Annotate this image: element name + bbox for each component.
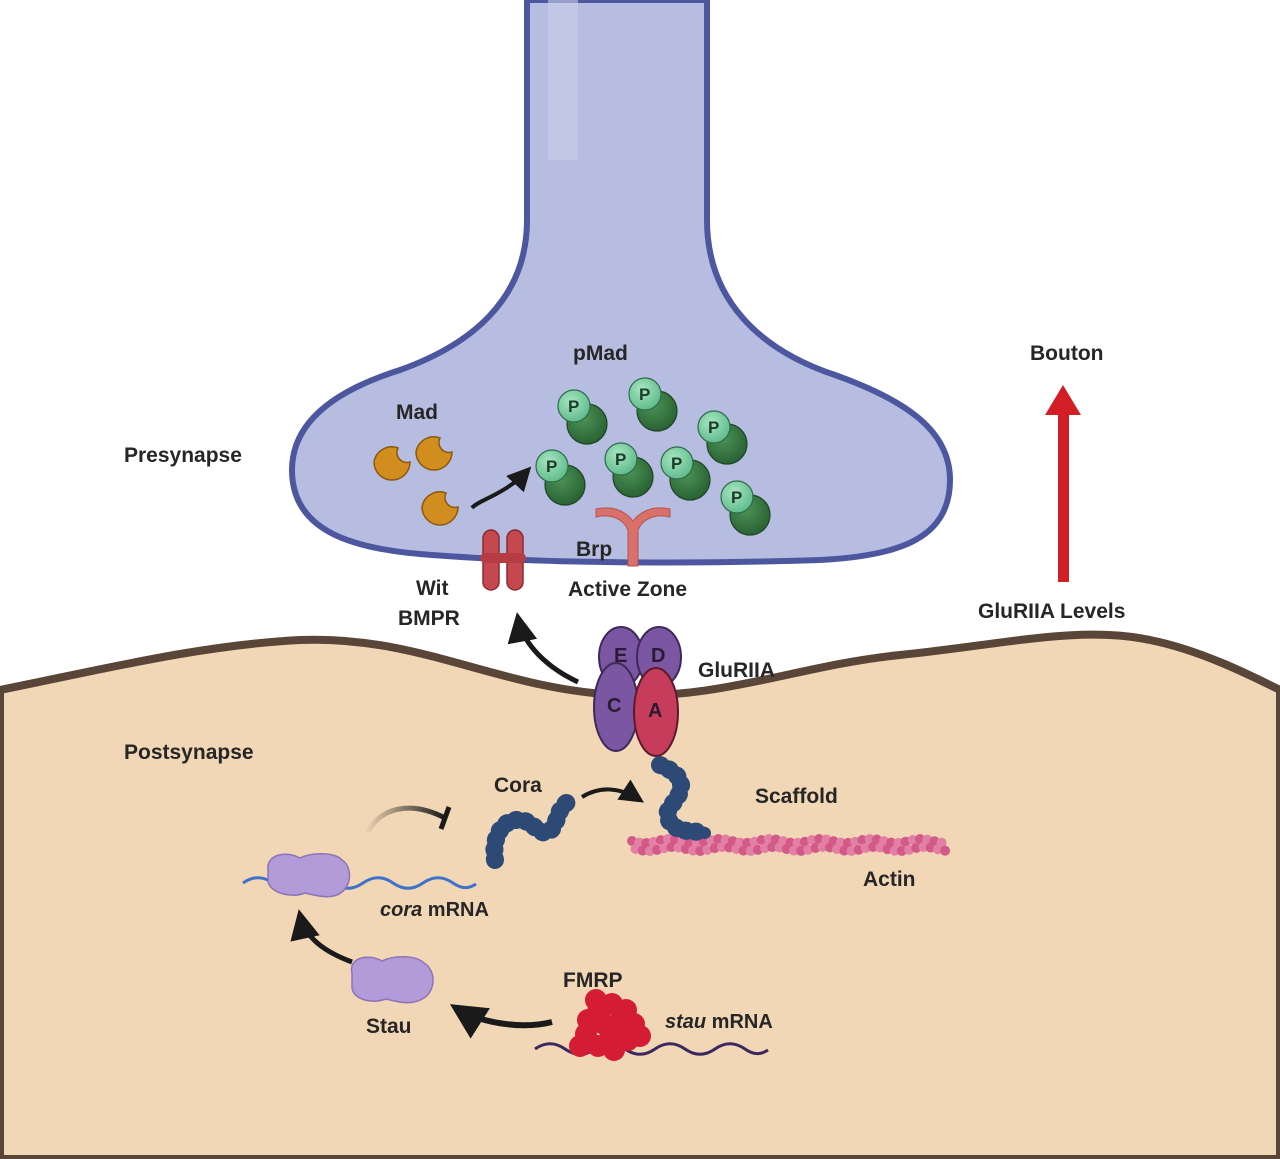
actin-bead (688, 845, 699, 856)
svg-text:P: P (708, 418, 719, 437)
gluriia-complex: E D C A (593, 626, 682, 757)
actin-bead (763, 834, 774, 845)
fmrp-to-stau-arrow (449, 1004, 553, 1039)
pmad-label: pMad (573, 342, 628, 365)
cora-label: Cora (494, 774, 542, 797)
pmad-molecule: P (628, 377, 678, 432)
actin-filament (627, 834, 951, 856)
cora-protein (488, 796, 574, 866)
bouton-label: Bouton (1030, 342, 1103, 365)
actin-bead (735, 837, 745, 848)
actin-bead (915, 834, 925, 845)
inhibition-bar (438, 806, 452, 830)
pmad-molecule: P (535, 449, 586, 506)
fmrp-subunit (629, 1025, 651, 1047)
mad-molecules (373, 436, 459, 526)
stau-label: Stau (366, 1015, 412, 1038)
svg-text:P: P (639, 385, 650, 404)
actin-bead (940, 845, 951, 856)
actin-bead (936, 837, 947, 848)
pmad-molecule: P (604, 442, 654, 498)
mad-molecule (421, 491, 459, 526)
actin-bead (889, 845, 900, 856)
actin-bead (767, 842, 778, 853)
fmrp-protein (569, 989, 651, 1061)
stau-to-cora-arrow (290, 909, 353, 965)
scaffold-chain-core (654, 759, 711, 839)
subunit-a: A (648, 700, 662, 722)
actin-bead (637, 845, 648, 856)
mad-molecule (415, 436, 453, 471)
fmrp-subunit (569, 1035, 591, 1057)
actin-bead (886, 837, 897, 848)
subunit-d: D (651, 645, 665, 667)
actin-bead (814, 834, 825, 845)
svg-text:P: P (731, 488, 742, 507)
gluriia-label: GluRIIA (698, 659, 775, 682)
actin-label: Actin (863, 868, 916, 891)
brp-label: Brp (576, 538, 612, 561)
actin-bead (663, 834, 673, 845)
scaffold-label: Scaffold (755, 785, 838, 808)
phosphorylation-arrow (470, 466, 532, 510)
stau-protein (350, 956, 434, 1004)
actin-bead (666, 842, 677, 853)
actin-bead (839, 845, 850, 856)
svg-text:P: P (546, 457, 557, 476)
actin-bead (716, 842, 727, 853)
gluriia-levels-label: GluRIIA Levels (978, 600, 1125, 623)
subunit-c: C (607, 695, 621, 717)
retrograde-arrow (507, 612, 580, 685)
axon-highlight (548, 0, 578, 160)
pmad-molecule: P (660, 446, 711, 501)
increase-arrow-shaft (1058, 412, 1069, 582)
svg-text:P: P (671, 454, 682, 473)
actin-bead (738, 845, 749, 856)
active-zone-label: Active Zone (568, 578, 687, 601)
actin-bead (788, 845, 799, 856)
pmad-molecule: P (720, 480, 771, 536)
actin-bead (817, 842, 828, 853)
cora-mrna-label: cora mRNA (380, 899, 489, 921)
mad-label: Mad (396, 401, 438, 424)
pmad-molecule: P (557, 389, 608, 445)
fmrp-label: FMRP (563, 969, 623, 992)
presynapse-bouton (288, 0, 954, 566)
presynapse-label: Presynapse (124, 444, 242, 467)
wit-bmpr-receptor (480, 529, 526, 591)
ribosome-on-cora (267, 853, 351, 898)
actin-bead (634, 837, 645, 848)
svg-text:P: P (615, 450, 626, 469)
mad-molecule (373, 446, 411, 481)
actin-bead (868, 842, 879, 853)
pmad-molecule: P (697, 410, 748, 465)
pmad-molecules: P P P P P P P (535, 377, 771, 536)
brp-protein (595, 507, 671, 567)
actin-bead (713, 834, 724, 845)
postsynapse-membrane (0, 630, 1280, 1159)
increase-arrow-head (1045, 385, 1081, 415)
actin-bead (835, 837, 846, 848)
actin-bead (864, 834, 875, 845)
wit-label: Wit (416, 577, 448, 600)
bmpr-label: BMPR (398, 607, 460, 630)
inhibition-arc (365, 805, 447, 834)
fmrp-subunit (599, 1027, 621, 1049)
subunit-e: E (614, 645, 627, 667)
fmrp-subunit (611, 1003, 633, 1025)
actin-bead (918, 842, 929, 853)
stau-mrna-label: stau mRNA (665, 1011, 773, 1033)
postsynapse-label: Postsynapse (124, 741, 254, 764)
fmrp-subunit (585, 989, 607, 1011)
actin-bead (684, 837, 695, 848)
actin-bead (785, 837, 796, 848)
cora-to-scaffold-arrow (580, 779, 645, 803)
svg-text:P: P (568, 397, 579, 416)
